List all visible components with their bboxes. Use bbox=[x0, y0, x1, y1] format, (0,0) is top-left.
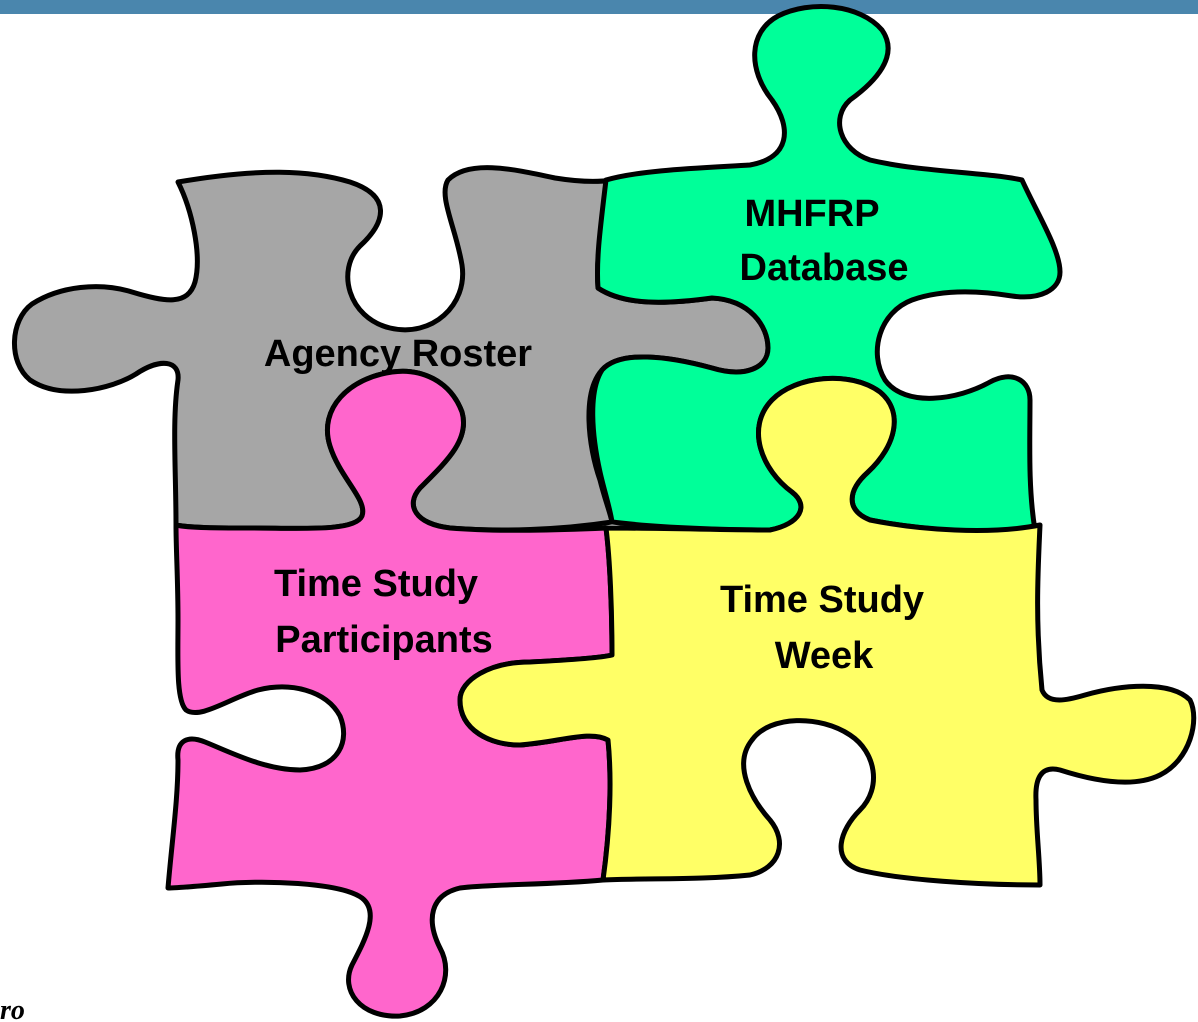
time-study-participants-label-line1: Time Study bbox=[274, 563, 478, 605]
agency-roster-label: Agency Roster bbox=[264, 333, 532, 375]
time-study-week-label-line2: Week bbox=[775, 635, 874, 677]
time-study-participants-label-line2: Participants bbox=[275, 619, 493, 661]
mhfrp-database-label-line2: Database bbox=[740, 247, 909, 289]
time-study-week-label-line1: Time Study bbox=[720, 579, 924, 621]
corner-logo: ro bbox=[0, 1000, 25, 1022]
mhfrp-database-label-line1: MHFRP bbox=[744, 193, 879, 235]
top-bar bbox=[0, 0, 1198, 14]
time-study-participants-piece bbox=[165, 368, 615, 1019]
mhfrp-database-piece bbox=[590, 4, 1063, 535]
time-study-week-piece bbox=[457, 375, 1197, 888]
